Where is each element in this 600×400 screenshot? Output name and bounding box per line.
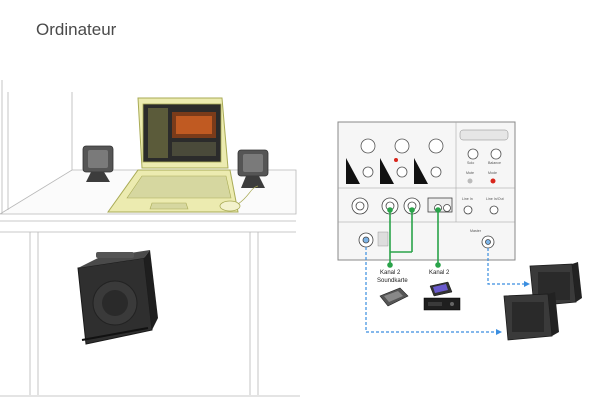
- mode-label: Mode: [488, 171, 497, 175]
- cd-player-device: [423, 297, 461, 311]
- gain-knobs: [360, 138, 502, 160]
- page-title: Ordinateur: [36, 20, 117, 39]
- mute-label: Mute: [466, 171, 474, 175]
- solo-label: Solo: [467, 161, 474, 165]
- blue-arrowheads: [496, 281, 530, 335]
- desktop-speaker-left: [82, 145, 114, 182]
- balance-label: Balance: [488, 161, 501, 165]
- blue-connection-lines: [365, 247, 528, 333]
- connection-label-kanal2-a: Kanal 2: [380, 270, 401, 276]
- desktop-speaker-right: [237, 149, 269, 188]
- subwoofer: [77, 250, 158, 345]
- input-jacks: [351, 197, 499, 215]
- green-connection-lines: [387, 207, 441, 268]
- mixer-panel: Solo Balance Mute Mode: [337, 121, 516, 261]
- master-label: Master: [470, 229, 482, 233]
- pa-speaker-lower: [503, 292, 559, 341]
- line-in-out-label: Line In/Out: [486, 197, 504, 201]
- laptop: [107, 97, 259, 213]
- level-indicators: [346, 158, 442, 184]
- connection-label-soundkarte: Soundkarte: [377, 278, 408, 284]
- soundcard-device: [379, 287, 409, 307]
- line-in-label: Line In: [462, 197, 473, 201]
- tablet-device: [429, 281, 453, 297]
- output-jacks: [358, 232, 495, 249]
- connection-label-kanal2-b: Kanal 2: [429, 270, 450, 276]
